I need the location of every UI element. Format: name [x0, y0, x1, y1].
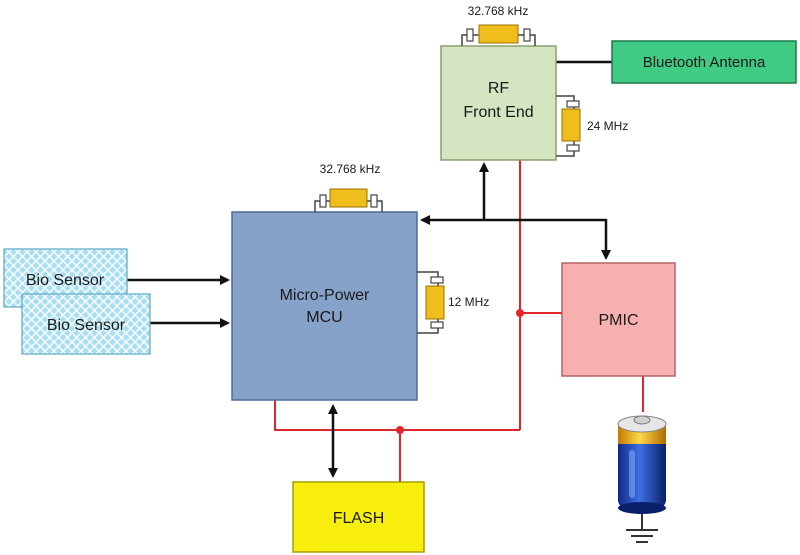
power-junction-dot: [516, 309, 524, 317]
mcu-label-line1: Micro-Power: [280, 287, 370, 304]
mcu-top-crystal-label: 32.768 kHz: [320, 162, 381, 176]
flash-block: FLASH: [292, 481, 425, 553]
signal-lines: [127, 60, 612, 478]
rf-side-crystal: 24 MHz: [556, 95, 628, 157]
mcu-flash-power-line: [274, 400, 520, 431]
bio-sensor-block: Bio Sensor: [21, 293, 151, 355]
bio-sensor-label: Bio Sensor: [26, 272, 105, 289]
rf-top-crystal-label: 32.768 kHz: [468, 4, 529, 18]
mcu-block: Micro-Power MCU: [231, 211, 418, 401]
power-lines: [274, 160, 644, 482]
ground-icon: [626, 514, 658, 543]
bluetooth-antenna-block: Bluetooth Antenna: [611, 40, 797, 84]
power-junction-dot: [396, 426, 404, 434]
rf-label-line1: RF: [488, 80, 510, 97]
rf-label-line2: Front End: [463, 104, 533, 121]
pmic-label: PMIC: [599, 312, 639, 329]
flash-label: FLASH: [333, 510, 385, 527]
bio-sensor-label: Bio Sensor: [47, 317, 126, 334]
mcu-top-crystal: 32.768 kHz: [314, 162, 383, 212]
rf-side-crystal-label: 24 MHz: [587, 119, 628, 133]
battery-icon: [617, 415, 667, 514]
mcu-side-crystal: 12 MHz: [417, 271, 489, 334]
rf-front-end-block: RF Front End: [440, 45, 557, 161]
pmic-block: PMIC: [561, 262, 676, 377]
mcu-label-line2: MCU: [306, 309, 342, 326]
mcu-side-crystal-label: 12 MHz: [448, 295, 489, 309]
rf-top-crystal: 32.768 kHz: [461, 4, 536, 46]
antenna-label: Bluetooth Antenna: [643, 54, 766, 71]
